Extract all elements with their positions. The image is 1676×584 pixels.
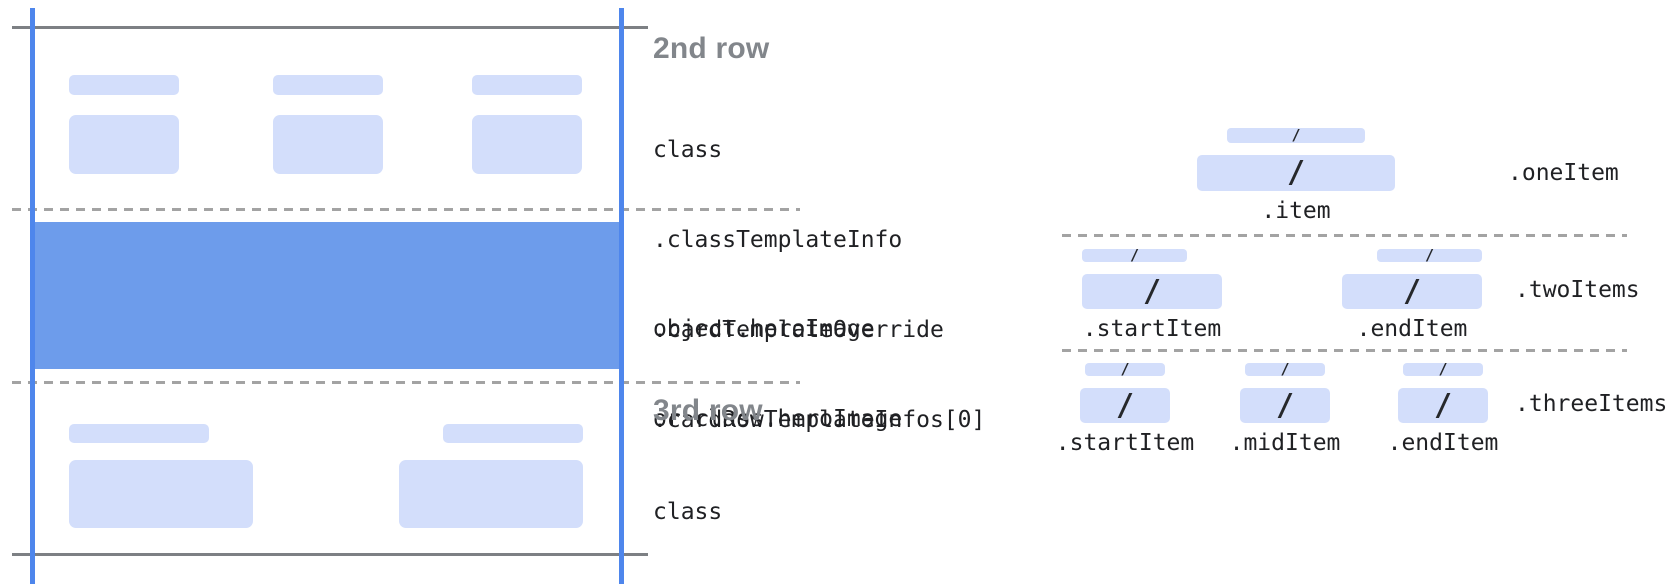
right-separator-dashed-line-2 (1062, 349, 1627, 352)
item-value-placeholder: / (1080, 388, 1170, 423)
row3-col2-label-placeholder (443, 424, 583, 443)
item-field-label: .startItem (1055, 430, 1195, 456)
row2-separator-dashed-line (12, 208, 800, 211)
row2-col1-label-placeholder (69, 75, 179, 95)
slash-glyph: / (1129, 246, 1140, 264)
guide-line-vertical-right (619, 8, 624, 584)
item-value-placeholder: / (1342, 274, 1482, 309)
item-label-placeholder: / (1082, 246, 1187, 264)
item-label-placeholder: / (1245, 360, 1325, 378)
code-line: .cardRowTemplateInfos[0] (653, 407, 986, 433)
guide-line-horizontal-top (12, 26, 648, 29)
slash-glyph: / (1438, 360, 1448, 378)
row3-heading: 3rd row (653, 394, 763, 427)
item-label-placeholder: / (1227, 128, 1365, 143)
code-line: object.heroImage (653, 316, 875, 342)
hero-code-block: object.heroImage or class.heroImage (653, 254, 902, 494)
two-items-start-group: / / .startItem (1082, 246, 1222, 342)
row2-code-block: class .classTemplateInfo .cardTemplateOv… (653, 75, 985, 495)
row3-col1-value-placeholder (69, 460, 253, 528)
slash-glyph: / (1120, 360, 1130, 378)
row3-col2-value-placeholder (399, 460, 583, 528)
row3-caption: 3rd row class .classTemplateInfo .cardTe… (653, 394, 985, 584)
item-field-label: .endItem (1356, 316, 1468, 342)
row2-heading: 2nd row (653, 32, 770, 65)
row2-col2-label-placeholder (273, 75, 383, 95)
two-items-end-group: / / .endItem (1342, 246, 1482, 342)
item-value-placeholder: / (1240, 388, 1330, 423)
item-label-placeholder: / (1085, 360, 1165, 378)
one-item-group-label: .oneItem (1508, 160, 1619, 186)
row2-col3-value-placeholder (472, 115, 582, 174)
code-line: .classTemplateInfo (653, 227, 903, 253)
row2-col3-label-placeholder (472, 75, 582, 95)
two-items-group-label: .twoItems (1515, 277, 1640, 303)
slash-glyph: / (1402, 273, 1422, 309)
slash-glyph: / (1291, 126, 1301, 144)
guide-line-horizontal-bottom (12, 553, 648, 556)
item-field-label: .midItem (1229, 430, 1341, 456)
guide-line-vertical-left (30, 8, 35, 584)
row2-caption: 2nd row class .classTemplateInfo .cardTe… (653, 32, 985, 495)
row2-col2-value-placeholder (273, 115, 383, 174)
slash-glyph: / (1433, 387, 1453, 423)
item-label-placeholder: / (1403, 360, 1483, 378)
row3-code-block: class .classTemplateInfo .cardTemplateOv… (653, 437, 985, 584)
item-value-placeholder: / (1082, 274, 1222, 309)
code-line: .cardTemplateOverride (653, 317, 944, 343)
hero-separator-dashed-line (12, 381, 800, 384)
hero-caption: object.heroImage or class.heroImage (653, 254, 902, 494)
item-label-placeholder: / (1377, 246, 1482, 264)
item-value-placeholder: / (1398, 388, 1488, 423)
code-line: class (653, 499, 723, 525)
row2-col1-value-placeholder (69, 115, 179, 174)
slash-glyph: / (1286, 155, 1306, 190)
item-field-label: .item (1261, 198, 1331, 224)
slash-glyph: / (1280, 360, 1290, 378)
slash-glyph: / (1115, 387, 1135, 423)
three-items-start-group: / / .startItem (1056, 360, 1194, 457)
code-line: class (653, 137, 723, 163)
item-field-label: .startItem (1082, 316, 1222, 342)
slash-glyph: / (1424, 246, 1435, 264)
slash-glyph: / (1275, 387, 1295, 423)
right-separator-dashed-line-1 (1062, 234, 1627, 237)
item-field-label: .endItem (1387, 430, 1499, 456)
three-items-mid-group: / / .midItem (1230, 360, 1341, 457)
three-items-group-label: .threeItems (1515, 391, 1668, 417)
three-items-end-group: / / .endItem (1388, 360, 1499, 457)
hero-image-band (32, 222, 622, 369)
item-value-placeholder: / (1197, 155, 1395, 191)
code-line: or class.heroImage (653, 406, 903, 432)
slash-glyph: / (1142, 273, 1162, 309)
one-item-group: / / .item (1197, 128, 1395, 224)
row3-col1-label-placeholder (69, 424, 209, 443)
